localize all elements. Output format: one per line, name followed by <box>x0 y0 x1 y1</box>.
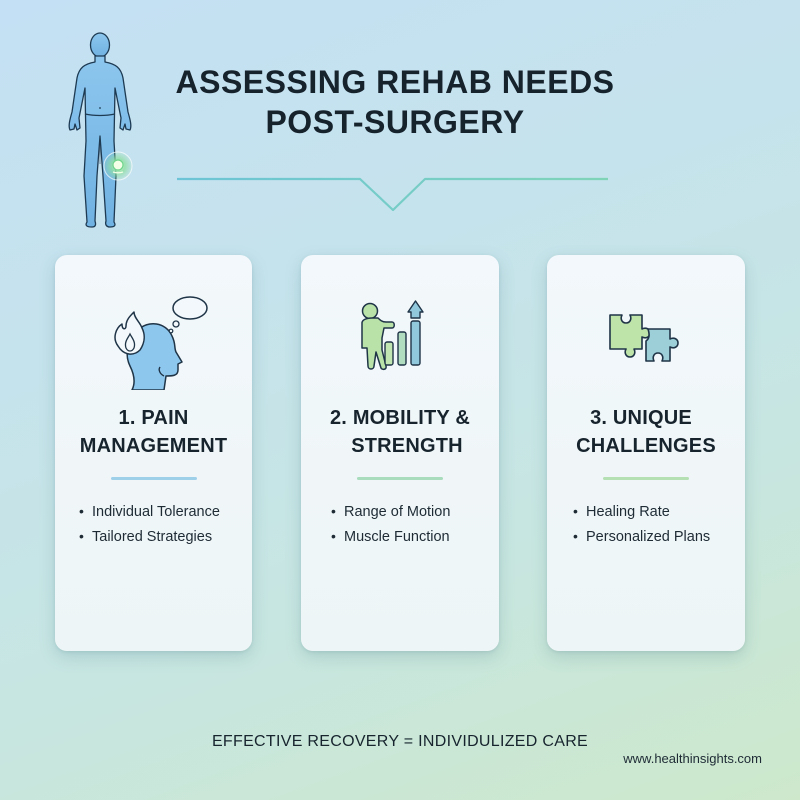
card-heading-line-1: 3. UNIQUE <box>590 407 692 429</box>
person-with-rising-bars-icon <box>301 285 499 395</box>
card-heading: 3. UNIQUE CHALLENGES <box>547 404 745 460</box>
card-unique-challenges: 3. UNIQUE CHALLENGES Healing Rate Person… <box>547 255 745 651</box>
website-url: www.healthinsights.com <box>623 751 762 766</box>
list-item: Muscle Function <box>331 524 491 549</box>
list-item: Tailored Strategies <box>79 524 244 549</box>
tagline: EFFECTIVE RECOVERY = INDIVIDULIZED CARE <box>211 733 589 750</box>
card-heading: 2. MOBILITY & STRENGTH <box>301 404 499 460</box>
head-with-flame-and-thought-bubble-icon <box>55 285 252 395</box>
list-item: Personalized Plans <box>573 524 737 549</box>
title-line-1: ASSESSING REHAB NEEDS <box>175 64 615 100</box>
card-bullet-list: Range of Motion Muscle Function <box>331 499 491 549</box>
human-body-knee-highlight-icon <box>56 26 146 236</box>
list-item: Healing Rate <box>573 499 737 524</box>
card-bullet-list: Individual Tolerance Tailored Strategies <box>79 499 244 549</box>
card-heading-line-2: MANAGEMENT <box>79 435 228 457</box>
card-accent-rule <box>357 477 443 480</box>
card-accent-rule <box>603 477 689 480</box>
card-heading-line-2: STRENGTH <box>351 435 463 457</box>
puzzle-pieces-icon <box>547 285 745 395</box>
card-pain-management: 1. PAIN MANAGEMENT Individual Tolerance … <box>55 255 252 651</box>
card-accent-rule <box>110 477 197 480</box>
list-item: Range of Motion <box>331 499 491 524</box>
card-heading-line-2: CHALLENGES <box>576 435 716 457</box>
page-title: ASSESSING REHAB NEEDS POST-SURGERY <box>160 62 630 142</box>
card-heading-line-1: 1. PAIN <box>118 407 189 429</box>
list-item: Individual Tolerance <box>79 499 244 524</box>
card-mobility-strength: 2. MOBILITY & STRENGTH Range of Motion M… <box>301 255 499 651</box>
title-line-2: POST-SURGERY <box>265 104 525 140</box>
card-heading: 1. PAIN MANAGEMENT <box>55 404 252 460</box>
card-heading-line-1: 2. MOBILITY & <box>329 407 471 429</box>
card-bullet-list: Healing Rate Personalized Plans <box>573 499 737 549</box>
title-divider-chevron <box>175 172 610 214</box>
